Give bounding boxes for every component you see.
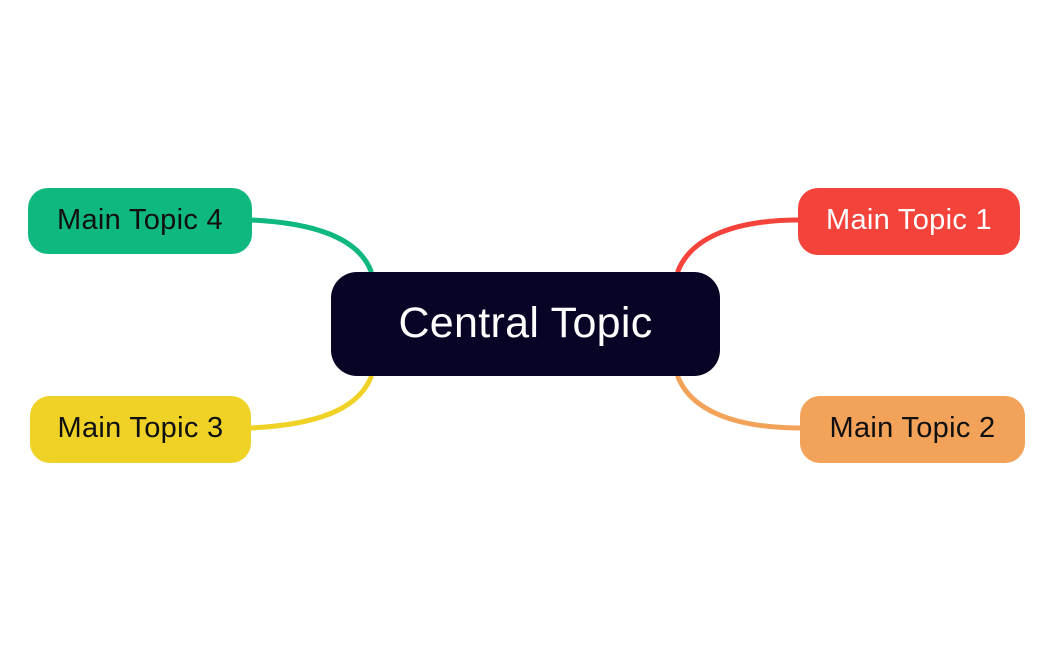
connector-main-topic-1 [675,217,802,274]
central-topic-node[interactable]: Central Topic [331,272,720,376]
central-topic-label: Central Topic [398,298,653,347]
main-topic-2-label: Main Topic 2 [829,412,996,444]
main-topic-1-label: Main Topic 1 [826,204,992,236]
main-topic-1-node[interactable]: Main Topic 1 [798,188,1020,255]
connector-main-topic-3 [247,374,374,431]
connector-main-topic-4 [248,217,374,274]
main-topic-3-label: Main Topic 3 [57,412,224,444]
main-topic-4-node[interactable]: Main Topic 4 [28,188,252,254]
main-topic-3-node[interactable]: Main Topic 3 [30,396,251,463]
connector-main-topic-2 [675,374,804,431]
main-topic-2-node[interactable]: Main Topic 2 [800,396,1025,463]
main-topic-4-label: Main Topic 4 [57,203,223,236]
